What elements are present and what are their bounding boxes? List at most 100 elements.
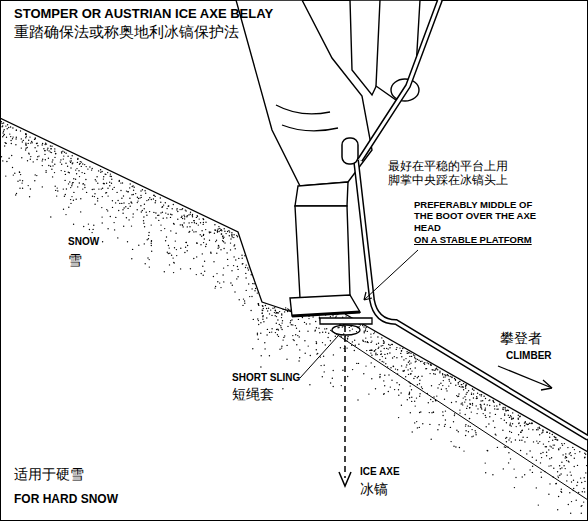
snow-dot: [92, 189, 93, 190]
snow-dot: [197, 215, 198, 216]
snow-dot: [269, 313, 270, 314]
snow-dot: [472, 403, 473, 404]
snow-dot: [399, 384, 400, 385]
snow-dot: [50, 151, 51, 152]
snow-dot: [292, 335, 293, 336]
snow-dot: [97, 198, 98, 199]
snow-dot: [342, 326, 343, 327]
snow-dot: [477, 408, 478, 409]
snow-dot: [389, 347, 390, 348]
snow-dot: [257, 292, 258, 293]
snow-dot: [456, 395, 457, 396]
usage-note: FOR HARD SNOW: [14, 492, 118, 506]
snow-dot: [493, 420, 494, 421]
snow-dot: [460, 386, 461, 387]
snow-dot: [93, 189, 94, 190]
snow-dot: [367, 341, 368, 342]
snow-dot: [22, 188, 23, 189]
snow-dot: [55, 190, 56, 191]
snow-dot: [548, 465, 549, 466]
snow-dot: [223, 241, 224, 242]
snow-dot: [465, 414, 466, 415]
snow-dot: [116, 192, 117, 193]
snow-dot: [502, 430, 503, 431]
snow-dot: [79, 163, 80, 164]
snow-dot: [536, 429, 537, 430]
snow-dot: [563, 465, 564, 466]
snow-dot: [299, 357, 300, 358]
snow-dot: [151, 241, 152, 242]
snow-dot: [141, 211, 142, 212]
snow-dot: [236, 235, 237, 236]
snow-dot: [574, 449, 575, 450]
snow-dot: [346, 347, 347, 348]
snow-dot: [384, 375, 385, 376]
snow-dot: [388, 348, 389, 349]
snow-dot: [439, 371, 440, 372]
snow-dot: [71, 160, 72, 161]
snow-dot: [149, 211, 150, 212]
snow-dot: [521, 430, 522, 431]
snow-dot: [213, 261, 214, 262]
snow-dot: [332, 378, 333, 379]
snow-dot: [580, 477, 581, 478]
snow-dot: [229, 235, 230, 236]
snow-dot: [145, 193, 146, 194]
snow-dot: [370, 342, 371, 343]
snow-dot: [146, 212, 147, 213]
snow-dot: [215, 241, 216, 242]
snow-dot: [193, 231, 194, 232]
climber-arrowhead: [541, 380, 552, 390]
snow-dot: [54, 172, 55, 173]
snow-dot: [315, 321, 316, 322]
snow-dot: [227, 259, 228, 260]
snow-dot: [354, 350, 355, 351]
snow-dot: [431, 412, 432, 413]
snow-dot: [216, 253, 217, 254]
snow-dot: [13, 174, 14, 175]
snow-dot: [173, 272, 174, 273]
snow-dot: [119, 180, 120, 181]
snow-dot: [83, 183, 84, 184]
snow-dot: [193, 220, 194, 221]
snow-dot: [82, 163, 83, 164]
snow-dot: [405, 366, 406, 367]
snow-dot: [536, 487, 537, 488]
snow-dot: [537, 427, 538, 428]
snow-dot: [511, 418, 512, 419]
snow-dot: [73, 178, 74, 179]
snow-dot: [280, 325, 281, 326]
snow-dot: [296, 344, 297, 345]
snow-dot: [505, 410, 506, 411]
snow-dot: [3, 122, 4, 123]
snow-dot: [462, 387, 463, 388]
snow-dot: [403, 371, 404, 372]
snow-dot: [217, 230, 218, 231]
snow-dot: [187, 215, 188, 216]
snow-dot: [561, 467, 562, 468]
snow-dot: [548, 449, 549, 450]
snow-dot: [571, 501, 572, 502]
snow-dot: [327, 337, 328, 338]
snow-dot: [568, 461, 569, 462]
snow-dot: [153, 195, 154, 196]
snow-dot: [190, 268, 191, 269]
snow-dot: [542, 429, 543, 430]
snow-dot: [371, 355, 372, 356]
snow-dot: [371, 350, 372, 351]
snow-dot: [50, 216, 51, 217]
snow-dot: [367, 342, 368, 343]
snow-dot: [383, 343, 384, 344]
snow-dot: [560, 473, 561, 474]
snow-dot: [512, 423, 513, 424]
snow-dot: [503, 407, 504, 408]
snow-dot: [411, 389, 412, 390]
snow-dot: [513, 418, 514, 419]
snow-dot: [223, 237, 224, 238]
snow-dot: [262, 305, 263, 306]
snow-dot: [401, 365, 402, 366]
snow-dot: [27, 160, 28, 161]
snow-dot: [455, 385, 456, 386]
snow-dot: [245, 277, 246, 278]
snow-dot: [466, 408, 467, 409]
